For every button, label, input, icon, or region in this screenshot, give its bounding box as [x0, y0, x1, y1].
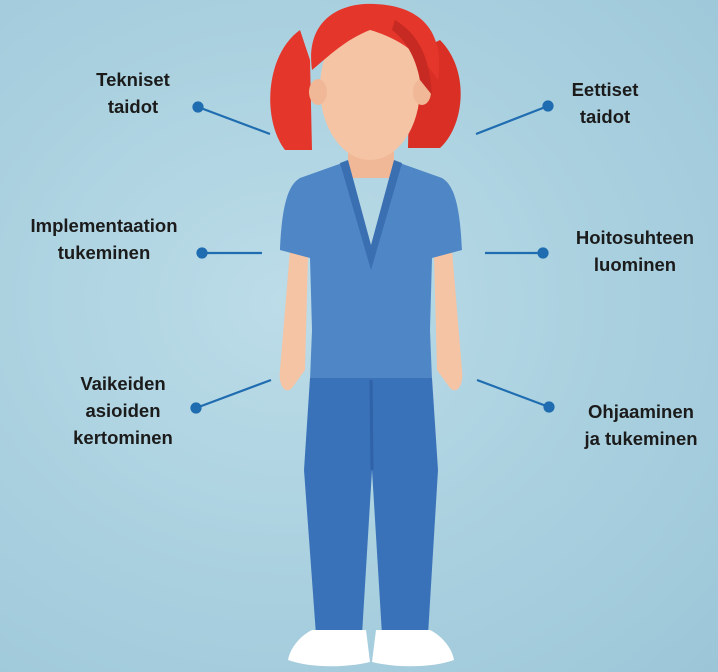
shirt-collar: [340, 160, 402, 270]
label-line: luominen: [593, 254, 677, 275]
hair-top: [311, 3, 440, 80]
label-line: Implementaation: [30, 215, 178, 236]
label-line: Tekniset: [96, 69, 170, 90]
arm-right: [434, 250, 463, 391]
connector-dot-ohjaaminen: [543, 401, 555, 413]
connector-dot-implementaatio: [196, 247, 208, 259]
hair-strand: [392, 20, 432, 95]
shoe-right: [372, 630, 454, 667]
label-line: taidot: [107, 96, 159, 117]
pants: [304, 378, 438, 635]
label-line: ja tukeminen: [584, 428, 698, 449]
label-ohjaaminen-ja-tukeminen: Ohjaaminen ja tukeminen: [566, 398, 716, 452]
label-line: Hoitosuhteen: [575, 227, 695, 248]
ear-left: [309, 79, 327, 105]
connector-vaikeat: [195, 378, 272, 410]
arm-left: [279, 250, 308, 391]
connector-dot-vaikeat: [190, 402, 202, 414]
connector-tekniset: [197, 105, 271, 136]
label-line: taidot: [579, 106, 631, 127]
label-line: Eettiset: [571, 79, 639, 100]
label-vaikeiden-asioiden-kertominen: Vaikeiden asioiden kertominen: [58, 370, 188, 451]
pants-crease: [369, 379, 374, 471]
label-line: tukeminen: [57, 242, 151, 263]
label-line: asioiden: [85, 400, 161, 421]
shoe-left: [288, 630, 370, 667]
connectors: [190, 100, 555, 414]
label-line: Vaikeiden: [80, 373, 166, 394]
connector-dot-hoitosuhde: [537, 247, 549, 259]
label-line: kertominen: [73, 427, 173, 448]
label-line: Ohjaaminen: [588, 401, 694, 422]
connector-eettiset: [475, 104, 549, 136]
connector-dot-eettiset: [542, 100, 554, 112]
label-implementaation-tukeminen: Implementaation tukeminen: [6, 212, 202, 266]
label-tekniset-taidot: Tekniset taidot: [89, 66, 177, 120]
connector-ohjaaminen: [476, 378, 550, 409]
face: [320, 16, 420, 160]
connector-dot-tekniset: [192, 101, 204, 113]
hair-back: [270, 30, 312, 150]
shirt: [280, 162, 462, 380]
label-hoitosuhteen-luominen: Hoitosuhteen luominen: [560, 224, 710, 278]
label-eettiset-taidot: Eettiset taidot: [565, 76, 645, 130]
